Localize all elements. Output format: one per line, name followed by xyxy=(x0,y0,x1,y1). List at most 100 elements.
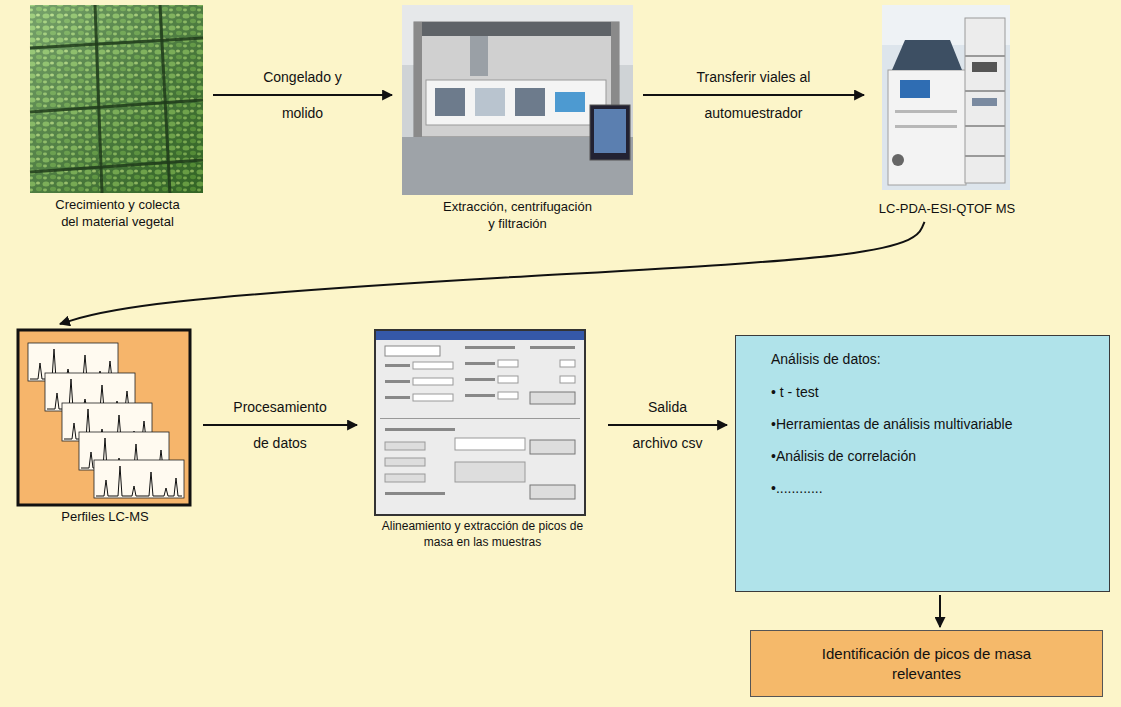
software-screenshot-part xyxy=(385,396,410,399)
lc-ms-profiles-figure-part xyxy=(18,330,190,505)
bullet-item: • t - test xyxy=(771,383,1089,401)
mass-spectrometer-photo xyxy=(882,5,1010,190)
plant-trays-photo-part xyxy=(30,5,203,193)
caption: Alineamiento y extracción de picos de ma… xyxy=(375,519,590,550)
software-screenshot-part xyxy=(385,380,410,383)
software-screenshot-part xyxy=(455,462,525,482)
mass-spectrometer-photo-part xyxy=(892,40,962,70)
box-heading: Análisis de datos: xyxy=(771,350,1089,368)
software-screenshot-part xyxy=(385,442,425,450)
software-screenshot xyxy=(375,330,585,515)
extraction-robot-photo-part xyxy=(475,88,505,116)
arrow xyxy=(608,424,727,426)
software-screenshot-part xyxy=(385,474,425,482)
box-text: Identificación de picos de masa relevant… xyxy=(802,644,1052,683)
process-box: Identificación de picos de masa relevant… xyxy=(750,630,1103,697)
software-screenshot-part xyxy=(375,330,585,515)
software-screenshot-part xyxy=(498,392,518,399)
mass-spectrometer-photo-part xyxy=(895,110,957,113)
software-screenshot-part xyxy=(380,418,580,419)
extraction-robot-photo-part xyxy=(435,88,465,116)
software-screenshot-part xyxy=(413,378,453,385)
software-screenshot-part xyxy=(385,364,410,367)
extraction-robot-photo-part xyxy=(414,22,422,137)
mass-spectrometer-photo-part xyxy=(892,154,904,166)
caption: LC-PDA-ESI-QTOF MS xyxy=(872,201,1022,218)
software-screenshot-part xyxy=(530,440,575,454)
plant-trays-photo-part xyxy=(30,100,203,112)
process-box: Análisis de datos: • t - test •Herramienta… xyxy=(735,335,1110,592)
software-screenshot-part xyxy=(498,376,518,383)
mass-spectrometer-photo-part xyxy=(888,70,966,185)
mass-spectrometer-photo-part xyxy=(972,98,997,106)
extraction-robot-photo-part xyxy=(555,92,585,112)
extraction-robot-photo-part xyxy=(590,105,630,160)
software-screenshot-part xyxy=(465,378,495,381)
lc-ms-profiles-figure xyxy=(18,330,190,505)
bullet-item: •Herramientas de análisis multivariable xyxy=(771,415,1089,433)
mass-spectrometer-photo-part xyxy=(965,55,1005,57)
arrow xyxy=(60,222,925,324)
software-screenshot-part xyxy=(413,362,453,369)
mass-spectrometer-photo-part xyxy=(965,18,1005,183)
arrow xyxy=(939,595,941,627)
extraction-robot-photo-part xyxy=(402,5,633,195)
plant-trays-photo-part xyxy=(30,160,203,172)
software-screenshot-part xyxy=(465,362,495,365)
arrow xyxy=(643,94,864,96)
bullet-item: •Análisis de correlación xyxy=(771,447,1089,465)
extraction-robot-photo-part xyxy=(470,36,488,76)
extraction-robot-photo-part xyxy=(426,80,606,125)
software-screenshot-part xyxy=(560,360,575,367)
arrow xyxy=(203,424,357,426)
arrow-label: Congelado y molido xyxy=(253,59,353,131)
plant-trays-photo xyxy=(30,5,203,193)
extraction-robot-photo xyxy=(402,5,633,195)
caption: Perfiles LC-MS xyxy=(20,509,190,526)
caption: Extracción, centrifugación y filtración xyxy=(442,199,594,233)
software-screenshot-part xyxy=(530,346,575,349)
software-screenshot-part xyxy=(385,346,440,356)
image-node: LC-PDA-ESI-QTOF MS xyxy=(872,5,1022,218)
arrow-label: Salida archivo csv xyxy=(627,389,709,461)
mass-spectrometer-photo-part xyxy=(965,90,1005,92)
software-screenshot-part xyxy=(530,485,575,499)
lc-ms-profiles-figure-part xyxy=(94,460,184,498)
image-node: Perfiles LC-MS xyxy=(15,328,195,526)
mass-spectrometer-photo-part xyxy=(972,62,997,72)
mass-spectrometer-photo-part xyxy=(900,80,930,98)
software-screenshot-part xyxy=(560,376,575,383)
mass-spectrometer-photo-part xyxy=(965,155,1005,157)
software-screenshot-part xyxy=(530,392,575,404)
software-screenshot-part xyxy=(498,360,518,367)
caption: Crecimiento y colecta del material veget… xyxy=(49,197,187,231)
arrow xyxy=(213,94,392,96)
software-screenshot-part xyxy=(385,428,455,431)
mass-spectrometer-photo-part xyxy=(965,125,1005,127)
mass-spectrometer-photo-part xyxy=(895,125,957,128)
software-screenshot-part xyxy=(455,438,525,450)
software-screenshot-part xyxy=(376,331,584,340)
bullet-item: •............ xyxy=(771,479,1089,497)
software-screenshot-part xyxy=(385,458,425,466)
image-node: Extracción, centrifugación y filtración xyxy=(400,5,635,233)
image-node: Crecimiento y colecta del material veget… xyxy=(30,5,205,231)
software-screenshot-part xyxy=(385,492,445,495)
plant-trays-photo-part xyxy=(160,5,170,193)
plant-trays-photo-part xyxy=(30,38,203,48)
extraction-robot-photo-part xyxy=(594,109,626,153)
image-node: Alineamiento y extracción de picos de ma… xyxy=(365,328,600,550)
software-screenshot-part xyxy=(465,394,495,397)
extraction-robot-photo-part xyxy=(414,22,619,36)
extraction-robot-photo-part xyxy=(515,88,545,116)
mass-spectrometer-photo-part xyxy=(882,5,1010,190)
arrow-label: Procesamiento de datos xyxy=(224,389,336,461)
software-screenshot-part xyxy=(465,346,515,349)
arrow-label: Transferir viales al automuestrador xyxy=(689,59,819,131)
software-screenshot-part xyxy=(413,394,453,401)
plant-trays-photo-part xyxy=(30,5,203,193)
plant-trays-photo-part xyxy=(95,5,102,193)
